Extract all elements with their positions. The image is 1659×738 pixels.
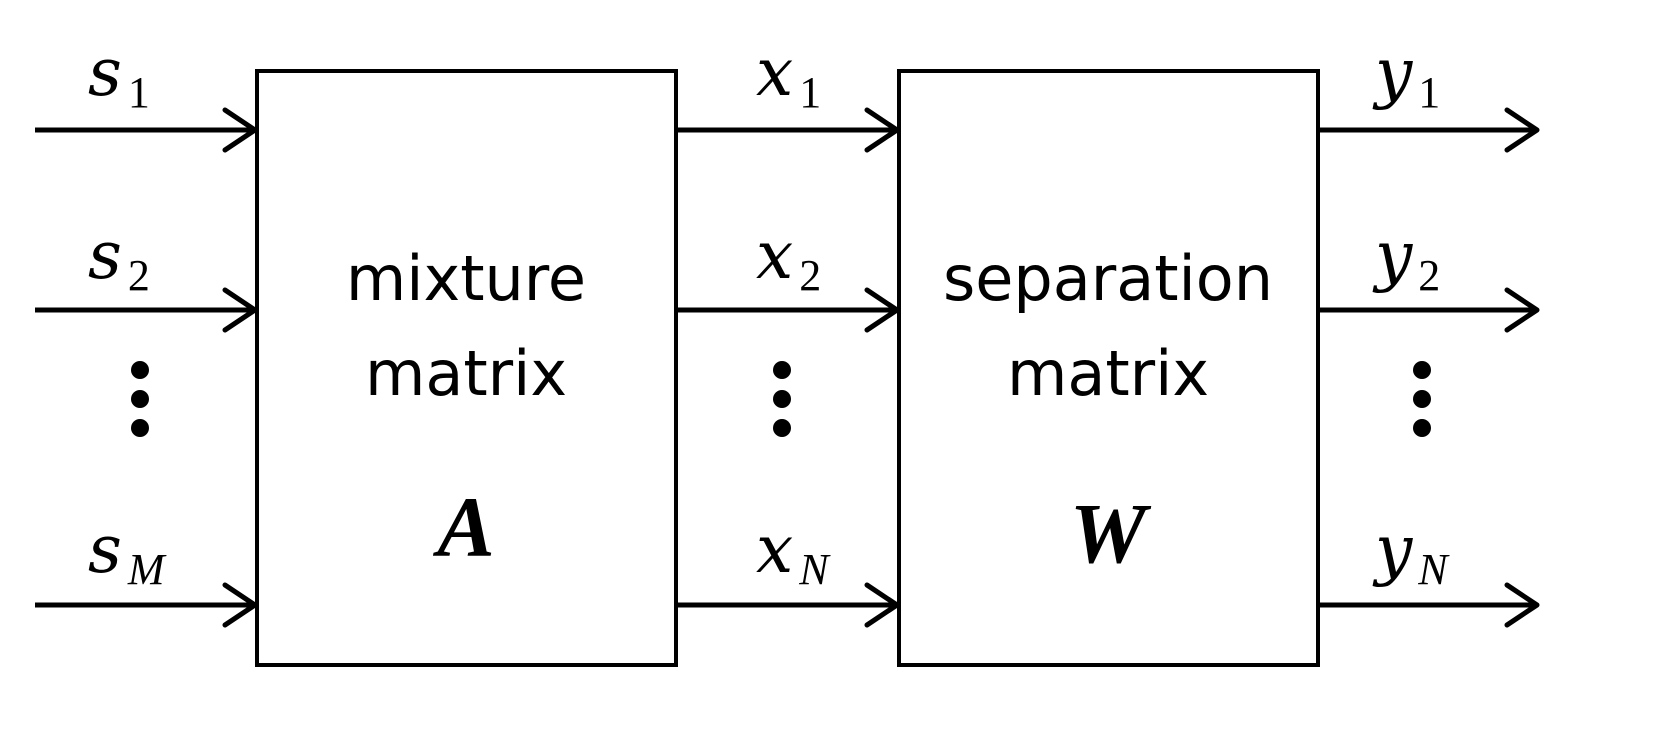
output-ellipsis — [1413, 361, 1431, 437]
output-arrow-y1 — [1318, 107, 1540, 153]
separation-block-line2: matrix — [1007, 337, 1209, 410]
separation-block-line1: separation — [943, 242, 1273, 315]
mixed-ellipsis — [773, 361, 791, 437]
mixture-matrix-symbol: A — [432, 479, 494, 575]
separation-matrix-symbol: W — [1070, 485, 1152, 581]
output-arrow-y2 — [1318, 287, 1540, 333]
mixed-arrow-x2 — [676, 287, 900, 333]
mixture-matrix-block: mixture matrix A — [255, 69, 678, 667]
mixture-block-line2: matrix — [365, 337, 567, 410]
output-arrow-yN — [1318, 582, 1540, 628]
mixed-arrow-x1 — [676, 107, 900, 153]
separation-matrix-block: separation matrix W — [897, 69, 1320, 667]
mixed-arrow-xN — [676, 582, 900, 628]
input-ellipsis — [131, 361, 149, 437]
mixture-block-line1: mixture — [346, 242, 586, 315]
